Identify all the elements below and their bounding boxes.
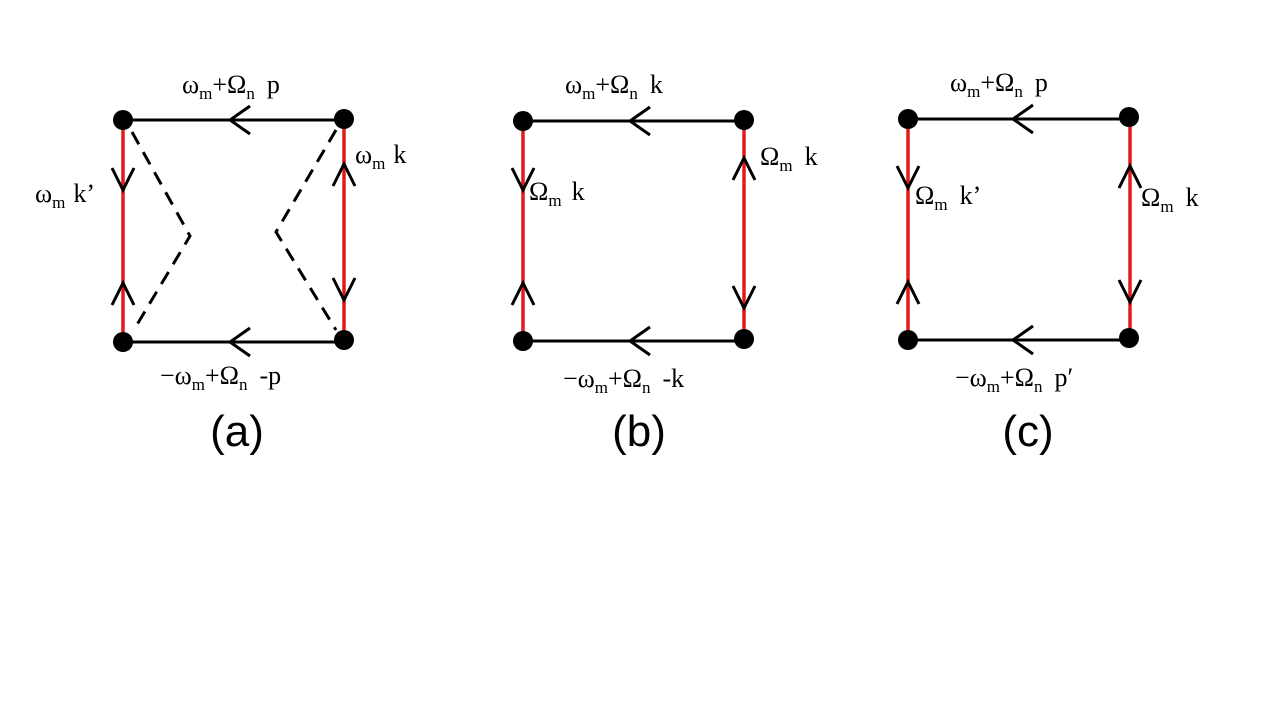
vertex-dot xyxy=(513,331,533,351)
arrow-left-icon xyxy=(627,325,651,357)
vertex-dot xyxy=(113,332,133,352)
vertex-dot xyxy=(734,110,754,130)
arrow-up-icon xyxy=(895,278,921,305)
vertex-dot xyxy=(113,110,133,130)
bottom-line-label: −ωm+Ωn-k xyxy=(563,364,684,397)
arrow-down-icon xyxy=(331,277,357,304)
arrow-up-icon xyxy=(731,154,757,181)
arrow-left-icon xyxy=(227,326,251,358)
vertex-dot xyxy=(334,109,354,129)
vertex-dot xyxy=(513,111,533,131)
arrow-up-icon xyxy=(110,279,136,306)
left-dashed-interaction xyxy=(130,131,192,329)
arrow-down-icon xyxy=(731,285,757,312)
arrow-left-icon xyxy=(627,105,651,137)
arrow-left-icon xyxy=(1010,324,1034,356)
right-dashed-interaction xyxy=(274,129,338,331)
vertex-dot xyxy=(1119,107,1139,127)
arrow-down-icon xyxy=(895,165,921,192)
caption-a: (a) xyxy=(210,407,264,456)
vertex-dot xyxy=(734,329,754,349)
arrow-down-icon xyxy=(1117,279,1143,306)
arrow-up-icon xyxy=(1117,162,1143,189)
arrow-up-icon xyxy=(331,160,357,187)
vertex-dot xyxy=(1119,328,1139,348)
arrow-left-icon xyxy=(227,104,251,136)
vertex-dot xyxy=(334,330,354,350)
arrow-down-icon xyxy=(510,167,536,194)
bottom-line-label: −ωm+Ωn-p xyxy=(160,361,281,394)
arrow-down-icon xyxy=(110,167,136,194)
vertex-dot xyxy=(898,330,918,350)
caption-c: (c) xyxy=(1002,407,1053,456)
arrow-up-icon xyxy=(510,279,536,306)
arrow-left-icon xyxy=(1010,103,1034,135)
vertex-dot xyxy=(898,109,918,129)
caption-b: (b) xyxy=(612,407,666,456)
